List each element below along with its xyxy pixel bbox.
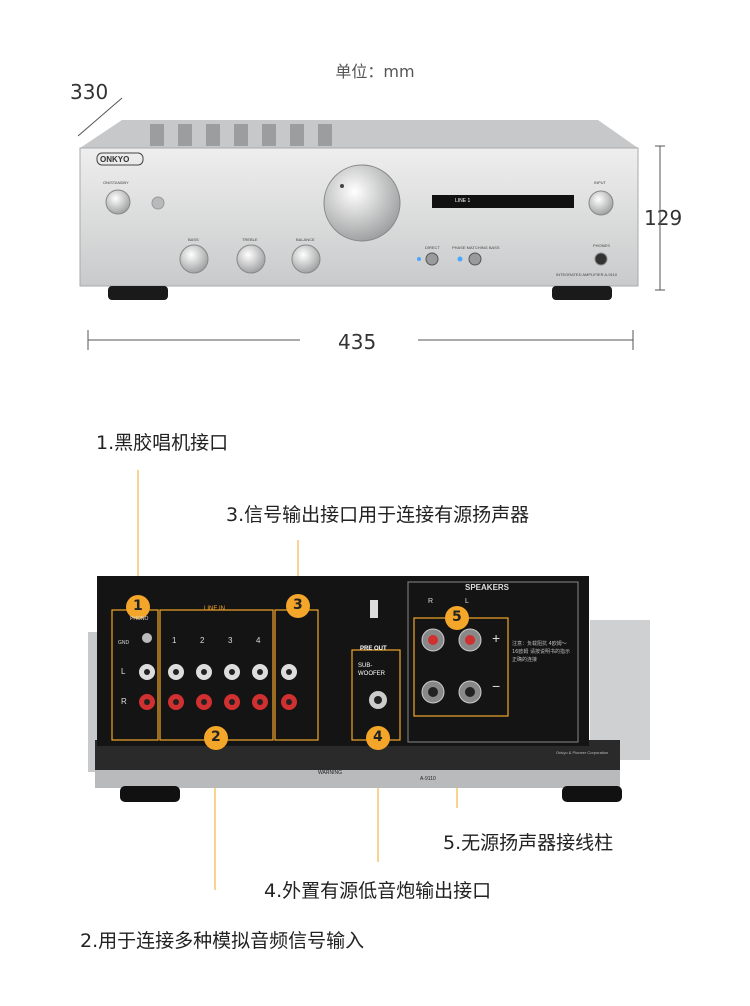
channel-left-label: L [121,667,126,676]
bass-label: BASS [188,237,199,242]
gnd-terminal [142,633,152,643]
right-foot [552,286,612,300]
line-in-number-4: 4 [256,636,261,645]
line-in-box [159,609,274,741]
marker-1: 1 [133,598,143,614]
direct-label: DIRECT [425,245,440,250]
phones-jack [594,252,608,266]
plus-sign: + [492,630,501,646]
input-label: INPUT [594,180,606,185]
annotation-3: 3.信号输出接口用于连接有源扬声器 [226,504,530,526]
marker-3: 3 [293,597,303,613]
line-in-number-2: 2 [200,636,205,645]
rear-right-foot [562,786,622,802]
phono-box [111,609,159,741]
depth-dimension-line [77,97,123,137]
display-text: LINE 1 [455,198,471,204]
treble-label: TREBLE [242,237,258,242]
standby-button [105,189,131,215]
left-foot [108,286,168,300]
speakers-title: SPEAKERS [465,583,510,592]
vent-slots [150,124,332,146]
minus-sign: − [492,678,501,694]
standby-label: ON/STANDBY [103,180,129,185]
marker-circles [126,594,469,750]
marker-2: 2 [211,729,221,745]
input-knob [588,190,614,216]
gnd-label: GND [118,640,130,646]
unit-label: 单位：mm [335,62,415,81]
rear-chassis-left [88,632,108,772]
corporation-label: Onkyo & Pioneer Corporation [556,750,609,755]
speaker-l-label: L [465,598,469,605]
channel-right-label: R [121,697,127,706]
marker-4: 4 [373,729,383,745]
rear-switch [370,600,378,618]
model-label: INTEGRATED AMPLIFIER A-9110 [556,272,617,277]
phase-button [468,252,482,266]
height-dimension: 129 [644,206,683,230]
depth-dimension: 330 [70,80,109,104]
speaker-note: 注意：负载阻抗 4欧姆～16欧姆 请按说明书的指示正确的连接 [512,641,570,663]
brand-logo: ONKYO [100,155,130,164]
width-dimension: 435 [338,330,377,354]
subwoofer-label: SUB- WOOFER [358,663,385,677]
amplifier-front-illustration [77,97,665,350]
rear-model-label: A-9110 [420,776,436,782]
line-in-number-3: 3 [228,636,233,645]
volume-knob [323,164,401,242]
pre-out-title: PRE OUT [360,646,387,652]
line-in-number-1: 1 [172,636,177,645]
speaker-r-label: R [428,598,434,605]
phase-label: PHASE MATCHING BASS [452,245,500,250]
line-in-title: LINE IN [204,606,226,612]
annotation-2: 2.用于连接多种模拟音频信号输入 [80,930,365,952]
speaker-terminals [421,628,482,704]
treble-knob [236,244,266,274]
pre-out-box [274,609,319,741]
balance-label: BALANCE [296,237,315,242]
rear-left-foot [120,786,180,802]
phono-label: PHONO [130,616,149,622]
subwoofer-jack [374,696,382,704]
rca-jacks-white [139,664,297,680]
warning-label: WARNING [318,770,342,776]
display-window [432,195,574,208]
balance-knob [291,244,321,274]
marker-5: 5 [452,609,462,625]
rca-jacks-red [139,694,297,710]
phones-label: PHONES [593,243,610,248]
bass-knob [179,244,209,274]
annotation-1: 1.黑胶唱机接口 [96,432,229,454]
direct-button [425,252,439,266]
rear-lower-panel [95,740,620,788]
rear-chassis-right [590,620,650,760]
direct-led [457,256,463,262]
brand-logo-frame [96,152,144,166]
annotation-5: 5.无源扬声器接线柱 [443,832,614,854]
annotation-4: 4.外置有源低音炮输出接口 [264,880,492,902]
standby-indicator [151,196,165,210]
